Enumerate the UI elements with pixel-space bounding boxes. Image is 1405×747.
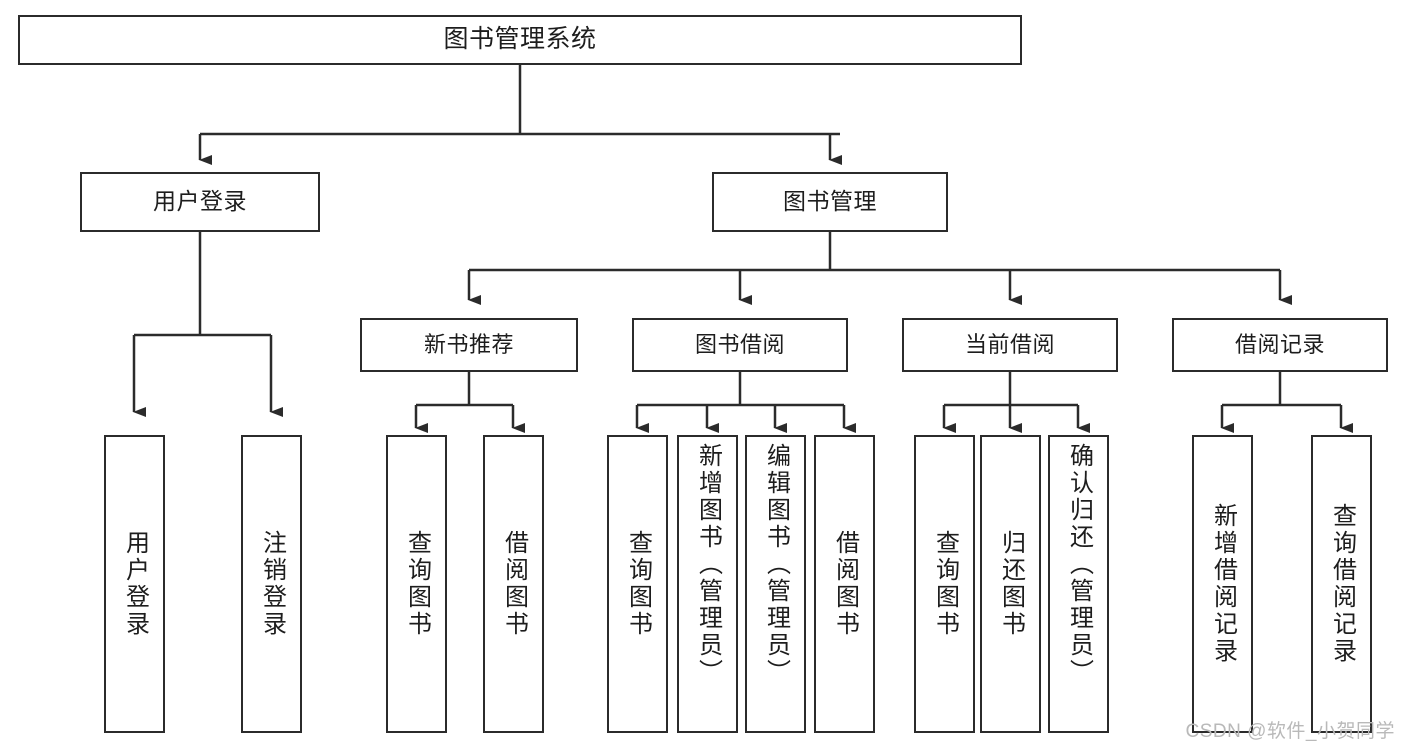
node-label: 归还图书 — [997, 530, 1025, 638]
leaf-borrow-record-add-record[interactable]: 新增借阅记录 — [1192, 435, 1253, 733]
leaf-user-login-signin[interactable]: 用户登录 — [104, 435, 165, 733]
leaf-new-book-borrow-book[interactable]: 借阅图书 — [483, 435, 544, 733]
node-root-system[interactable]: 图书管理系统 — [18, 15, 1022, 65]
node-label: 用户登录 — [121, 530, 149, 638]
node-label: 查询图书 — [931, 530, 959, 638]
node-label: 用户登录 — [153, 188, 247, 215]
node-book-management[interactable]: 图书管理 — [712, 172, 948, 232]
node-label: 确认归还（管理员） — [1065, 443, 1093, 686]
node-label: 借阅图书 — [500, 530, 528, 638]
leaf-current-borrow-return-book[interactable]: 归还图书 — [980, 435, 1041, 733]
node-label: 查询图书 — [624, 530, 652, 638]
node-label: 查询图书 — [403, 530, 431, 638]
leaf-user-login-signout[interactable]: 注销登录 — [241, 435, 302, 733]
leaf-book-borrow-add-book-admin[interactable]: 新增图书（管理员） — [677, 435, 738, 733]
node-label: 图书管理系统 — [443, 25, 597, 54]
node-current-borrow[interactable]: 当前借阅 — [902, 318, 1118, 372]
node-label: 图书借阅 — [694, 332, 785, 358]
leaf-new-book-query-book[interactable]: 查询图书 — [386, 435, 447, 733]
leaf-borrow-record-query-record[interactable]: 查询借阅记录 — [1311, 435, 1372, 733]
node-label: 借阅图书 — [831, 530, 859, 638]
node-label: 当前借阅 — [964, 332, 1055, 358]
leaf-current-borrow-confirm-return-admin[interactable]: 确认归还（管理员） — [1048, 435, 1109, 733]
leaf-book-borrow-query-book[interactable]: 查询图书 — [607, 435, 668, 733]
node-label: 查询借阅记录 — [1328, 503, 1356, 665]
leaf-book-borrow-edit-book-admin[interactable]: 编辑图书（管理员） — [745, 435, 806, 733]
csdn-watermark: CSDN @软件_小贺同学 — [1185, 721, 1395, 742]
leaf-current-borrow-query-book[interactable]: 查询图书 — [914, 435, 975, 733]
node-label: 新书推荐 — [423, 332, 514, 358]
leaf-book-borrow-borrow-book[interactable]: 借阅图书 — [814, 435, 875, 733]
node-label: 编辑图书（管理员） — [762, 443, 790, 686]
node-new-book-recommend[interactable]: 新书推荐 — [360, 318, 578, 372]
node-borrow-record[interactable]: 借阅记录 — [1172, 318, 1388, 372]
node-label: 图书管理 — [783, 188, 877, 215]
node-book-borrow[interactable]: 图书借阅 — [632, 318, 848, 372]
node-user-login[interactable]: 用户登录 — [80, 172, 320, 232]
node-label: 新增借阅记录 — [1209, 503, 1237, 665]
node-label: 注销登录 — [258, 530, 286, 638]
node-label: 借阅记录 — [1234, 332, 1325, 358]
node-label: 新增图书（管理员） — [694, 443, 722, 686]
